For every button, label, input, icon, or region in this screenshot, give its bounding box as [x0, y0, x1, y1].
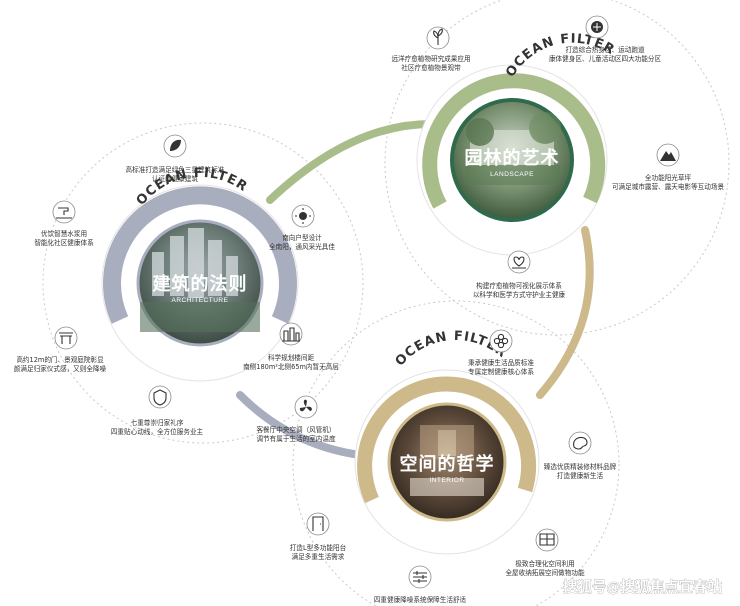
heart-hand-icon: [512, 256, 526, 269]
space-subtitle: INTERIOR: [429, 477, 464, 484]
gate-icon: [59, 332, 73, 344]
svg-text:客餐厅中央空调（风管机）调节有属于生活的室内温度: 客餐厅中央空调（风管机）调节有属于生活的室内温度: [256, 425, 336, 443]
feature-fresh-air: 客餐厅中央空调（风管机）调节有属于生活的室内温度: [256, 395, 336, 443]
svg-text:高约12m的门、景观庭院彰显颜满足归家仪式感，又则全降噪: 高约12m的门、景观庭院彰显颜满足归家仪式感，又则全降噪: [14, 355, 107, 373]
leaf-icon: [170, 139, 181, 151]
space-title: 空间的哲学: [400, 453, 495, 474]
feature-zones: 打造综合热身区、运动跑道康体健身区、儿童活动区四大功能分区: [549, 15, 661, 63]
svg-text:南向户型设计全南阳，通风采光具佳: 南向户型设计全南阳，通风采光具佳: [269, 233, 335, 251]
activity-icon: [591, 21, 603, 33]
svg-text:七重尊崇归家礼序四重贴心动线，全方位服务业主: 七重尊崇归家礼序四重贴心动线，全方位服务业主: [111, 418, 204, 436]
svg-text:科学规划楼间距南侧180m²北侧65m内暂无高层: 科学规划楼间距南侧180m²北侧65m内暂无高层: [243, 353, 339, 371]
sliders-icon: [413, 571, 427, 583]
svg-text:远洋疗愈植物研究成果应用社区疗愈植物景观带: 远洋疗愈植物研究成果应用社区疗愈植物景观带: [391, 54, 470, 72]
feature-storage: 极致合理化空间利用全屋收纳拓展空间做物功能: [505, 528, 585, 577]
feature-healing-plants: 远洋疗愈植物研究成果应用社区疗愈植物景观带: [391, 26, 471, 72]
feature-seven-steps: 七重尊崇归家礼序四重贴心动线，全方位服务业主: [111, 385, 204, 436]
architecture-photo: [152, 228, 238, 298]
sun-icon: [295, 208, 311, 224]
svg-text:打造L型多功能阳台满足多重生活需求: 打造L型多功能阳台满足多重生活需求: [290, 543, 347, 561]
arc-space-link: [536, 226, 594, 399]
architecture-title: 建筑的法则: [153, 273, 248, 294]
feature-lawn: 全功能阳光草坪可满足城市露营、露天电影等互动场景: [612, 143, 724, 191]
garden-hub: OCEAN FILTER 园林的艺术 LANDSCAPE: [416, 32, 616, 256]
feature-green-building: 高标准打造满足绿色三星建筑标准认证的健康建筑: [126, 134, 225, 183]
svg-text:臻选优质精装修材料品牌打造健康新生活: 臻选优质精装修材料品牌打造健康新生活: [544, 462, 617, 480]
feature-gate: 高约12m的门、景观庭院彰显颜满足归家仪式感，又则全降噪: [14, 326, 107, 373]
plant-icon: [433, 28, 443, 45]
buildings-icon: [282, 327, 300, 342]
feature-health-std: 秉承健康生活品质标准专属定制健康核心体系: [468, 329, 534, 376]
svg-text:高标准打造满足绿色三星建筑标准认证的健康建筑: 高标准打造满足绿色三星建筑标准认证的健康建筑: [126, 165, 225, 183]
feature-plant-viz: 构建疗愈植物可视化展示体系以科学和医学方式守护业主健康: [473, 250, 566, 299]
mountain-icon: [660, 151, 676, 161]
svg-text:四重健康降噪系统保障生活舒适: 四重健康降噪系统保障生活舒适: [374, 595, 467, 604]
space-hub: OCEAN FILTER 空间的哲学 INTERIOR: [354, 329, 540, 555]
door-icon: [312, 516, 324, 531]
svg-text:打造综合热身区、运动跑道康体健身区、儿童活动区四大功能分区: 打造综合热身区、运动跑道康体健身区、儿童活动区四大功能分区: [549, 45, 661, 63]
svg-text:构建疗愈植物可视化展示体系以科学和医学方式守护业主健康: 构建疗愈植物可视化展示体系以科学和医学方式守护业主健康: [473, 281, 566, 299]
flower-icon: [493, 333, 509, 349]
arc-architecture-link: [236, 391, 364, 459]
svg-text:秉承健康生活品质标准专属定制健康核心体系: 秉承健康生活品质标准专属定制健康核心体系: [468, 358, 534, 376]
fan-icon: [299, 399, 312, 412]
svg-text:全功能阳光草坪可满足城市露营、露天电影等互动场景: 全功能阳光草坪可满足城市露营、露天电影等互动场景: [612, 173, 724, 191]
space-photo: [410, 425, 484, 496]
cabinet-icon: [539, 533, 555, 546]
feature-south-layout: 南向户型设计全南阳，通风采光具佳: [269, 204, 335, 251]
water-tap-icon: [56, 207, 72, 219]
garden-photo: [465, 112, 561, 185]
architecture-subtitle: ARCHITECTURE: [172, 297, 229, 304]
svg-text:极致合理化空间利用全屋收纳拓展空间做物功能: 极致合理化空间利用全屋收纳拓展空间做物功能: [505, 559, 585, 577]
watermark-text: 搜狐号@搜狐焦点宜春站: [563, 578, 723, 596]
garden-subtitle: LANDSCAPE: [490, 171, 534, 178]
palette-icon: [573, 436, 588, 450]
dashed-orbits: [42, 0, 730, 606]
feature-water-purify: 优饮智慧水浆用智能化社区健康体系: [34, 200, 94, 247]
shield-icon: [153, 389, 167, 406]
garden-title: 园林的艺术: [465, 147, 560, 168]
feature-spacing: 科学规划楼间距南侧180m²北侧65m内暂无高层: [243, 322, 339, 371]
svg-text:优饮智慧水浆用智能化社区健康体系: 优饮智慧水浆用智能化社区健康体系: [34, 229, 94, 247]
feature-balcony: 打造L型多功能阳台满足多重生活需求: [290, 512, 347, 561]
feature-systems: 四重健康降噪系统保障生活舒适: [374, 565, 467, 604]
feature-materials: 臻选优质精装修材料品牌打造健康新生活: [544, 431, 617, 480]
